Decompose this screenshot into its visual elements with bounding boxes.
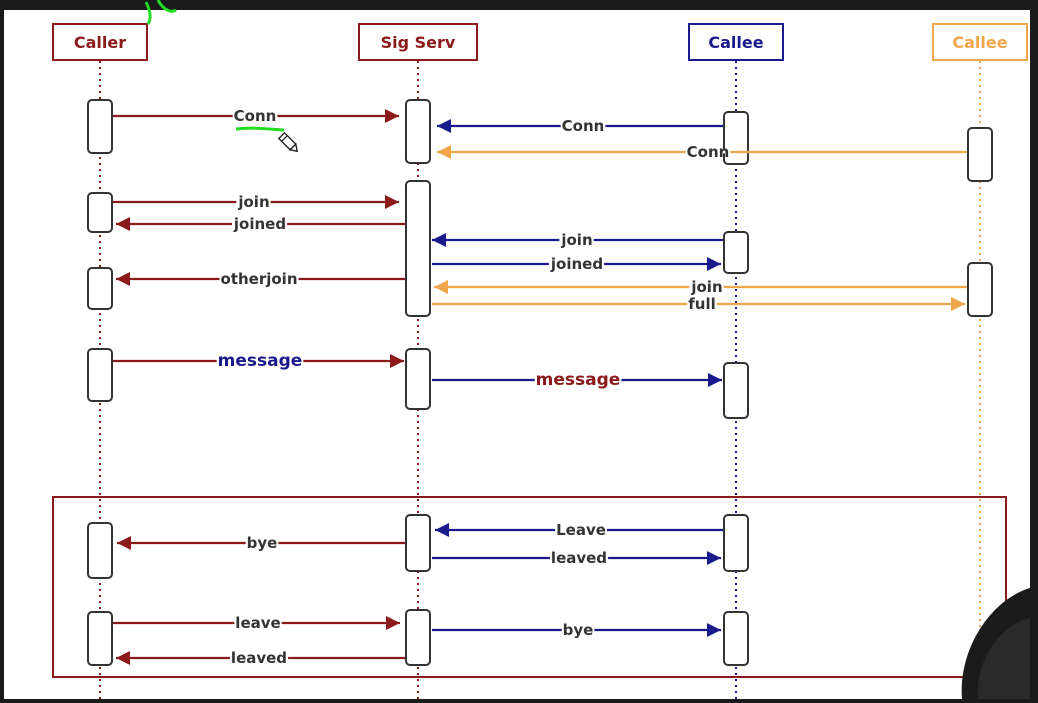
activation-box bbox=[87, 348, 113, 402]
message-label-background bbox=[234, 621, 282, 625]
message-otherjoin-arrow: otherjoin bbox=[116, 270, 405, 288]
message-label: message bbox=[536, 370, 621, 390]
activation-boxes bbox=[87, 99, 993, 666]
message-label: leave bbox=[235, 614, 280, 632]
message-label: Conn bbox=[562, 117, 605, 135]
message-leaved-arrow: leaved bbox=[432, 549, 721, 567]
message-label-background bbox=[548, 262, 605, 266]
activation-box bbox=[723, 514, 749, 572]
activation-box bbox=[723, 611, 749, 666]
activation-box bbox=[87, 522, 113, 579]
message-label-background bbox=[689, 285, 724, 289]
message-label: Conn bbox=[234, 107, 277, 125]
activation-box bbox=[405, 609, 431, 666]
message-join-arrow: join bbox=[434, 278, 967, 296]
message-joined-arrow: joined bbox=[116, 215, 405, 233]
message-label: bye bbox=[563, 621, 594, 639]
frame-right-edge bbox=[1030, 0, 1038, 699]
activation-box bbox=[405, 348, 431, 410]
diagram-canvas bbox=[4, 10, 1030, 699]
activation-box bbox=[967, 127, 993, 182]
message-label: join bbox=[560, 231, 592, 249]
message-label-background bbox=[236, 200, 271, 204]
message-label: join bbox=[237, 193, 269, 211]
message-message-arrow: message bbox=[432, 370, 722, 390]
message-label: otherjoin bbox=[221, 270, 298, 288]
participant-box bbox=[52, 23, 148, 61]
message-label-background bbox=[561, 628, 595, 632]
activation-box bbox=[967, 262, 993, 317]
activation-box bbox=[87, 267, 113, 310]
frame-top-bar bbox=[0, 0, 1038, 10]
message-label: full bbox=[688, 295, 716, 313]
activation-box bbox=[87, 611, 113, 666]
message-label: joined bbox=[233, 215, 286, 233]
activation-box bbox=[405, 180, 431, 317]
message-conn-arrow: Conn bbox=[113, 107, 399, 125]
message-label-background bbox=[687, 302, 717, 306]
message-message-arrow: message bbox=[113, 351, 404, 371]
message-conn-arrow: Conn bbox=[437, 143, 967, 161]
messages: ConnConnConnjoinjoinedjoinjoinedotherjoi… bbox=[113, 107, 967, 667]
participant-label: Callee bbox=[708, 33, 763, 52]
frame-left-edge bbox=[0, 0, 4, 699]
participant-callee-secondary: Callee bbox=[932, 23, 1028, 61]
message-label: bye bbox=[247, 534, 278, 552]
message-full-arrow: full bbox=[432, 295, 965, 313]
message-label: Leave bbox=[556, 521, 606, 539]
message-joined-arrow: joined bbox=[432, 255, 721, 273]
combined-fragment-frame bbox=[52, 496, 1007, 678]
message-label: leaved bbox=[231, 649, 287, 667]
participant-label: Sig Serv bbox=[381, 33, 456, 52]
message-label-background bbox=[231, 222, 288, 226]
message-label-background bbox=[560, 124, 606, 128]
participant-box bbox=[358, 23, 478, 61]
message-label-background bbox=[555, 528, 607, 532]
participant-sig-serv: Sig Serv bbox=[358, 23, 478, 61]
participant-box bbox=[932, 23, 1028, 61]
participant-caller: Caller bbox=[52, 23, 148, 61]
message-label-background bbox=[549, 556, 609, 560]
participant-box bbox=[688, 23, 784, 61]
pencil-cursor-icon bbox=[277, 131, 299, 153]
message-label-background bbox=[534, 378, 622, 382]
activation-box bbox=[405, 99, 431, 164]
message-leave-arrow: leave bbox=[113, 614, 400, 632]
message-leaved-arrow: leaved bbox=[116, 649, 405, 667]
message-label: leaved bbox=[551, 549, 607, 567]
message-leave-arrow: Leave bbox=[435, 521, 723, 539]
activation-box bbox=[87, 99, 113, 154]
participant-callee: Callee bbox=[688, 23, 784, 61]
participant-label: Callee bbox=[952, 33, 1007, 52]
message-label: Conn bbox=[687, 143, 730, 161]
message-bye-arrow: bye bbox=[432, 621, 721, 639]
activation-box bbox=[723, 231, 749, 274]
green-pen-annotation bbox=[144, 0, 177, 25]
activation-box bbox=[405, 514, 431, 572]
green-pen-underline bbox=[235, 126, 285, 132]
message-label-background bbox=[219, 277, 299, 281]
message-join-arrow: join bbox=[113, 193, 399, 211]
message-label-background bbox=[559, 238, 594, 242]
message-label: joined bbox=[550, 255, 603, 273]
message-label-background bbox=[685, 150, 731, 154]
message-label-background bbox=[232, 114, 278, 118]
message-conn-arrow: Conn bbox=[437, 117, 723, 135]
activation-box bbox=[723, 362, 749, 419]
message-bye-arrow: bye bbox=[117, 534, 405, 552]
message-label-background bbox=[216, 359, 304, 363]
message-label: message bbox=[218, 351, 303, 371]
message-label-background bbox=[229, 656, 289, 660]
message-label-background bbox=[245, 541, 279, 545]
message-join-arrow: join bbox=[432, 231, 723, 249]
participant-label: Caller bbox=[74, 33, 126, 52]
presenter-webcam-overlay bbox=[961, 588, 1030, 699]
activation-box bbox=[87, 192, 113, 233]
message-label: join bbox=[690, 278, 722, 296]
